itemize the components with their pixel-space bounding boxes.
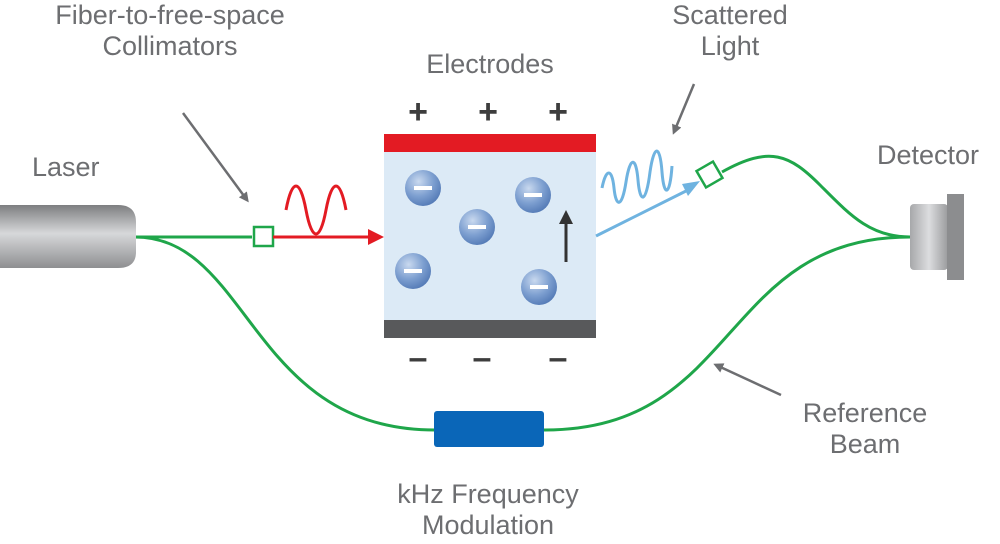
- scattered-arrowhead-icon: [682, 181, 700, 196]
- drift-arrow-icon: [559, 210, 573, 262]
- collimators-label-line1: Fiber-to-free-space: [55, 0, 285, 30]
- scattered-light: [595, 149, 700, 238]
- minus-sign: –: [548, 339, 568, 377]
- output-fiber: [721, 154, 911, 239]
- minus-sign: –: [408, 339, 428, 377]
- collimator-pointer-arrow: [181, 112, 249, 203]
- reference-fiber: [134, 235, 911, 432]
- detector-icon: [910, 194, 964, 280]
- fiber-paths: [134, 154, 911, 432]
- incident-light: [273, 184, 384, 245]
- negative-electrode: [384, 320, 596, 338]
- input-collimator-icon: [252, 225, 275, 248]
- plus-sign: +: [478, 93, 498, 131]
- reference-beam-label: Reference Beam: [780, 398, 950, 460]
- scattered-pointer-arrow: [672, 83, 696, 135]
- incident-arrowhead-icon: [368, 229, 384, 245]
- scattered-light-label-line2: Light: [700, 31, 760, 61]
- collimators-label: Fiber-to-free-space Collimators: [20, 0, 320, 62]
- reference-pointer-arrow: [713, 363, 782, 397]
- output-collimator-icon: [694, 159, 725, 190]
- pointer-arrows: [181, 83, 782, 397]
- electrodes-label: Electrodes: [426, 49, 554, 79]
- reference-beam-label-line2: Beam: [829, 429, 901, 459]
- negative-particle-icon: [405, 170, 441, 206]
- collimators-label-line2: Collimators: [102, 31, 238, 61]
- modulation-label-line2: Modulation: [421, 510, 555, 540]
- minus-sign: –: [472, 339, 492, 377]
- modulation-label: kHz Frequency Modulation: [368, 479, 608, 541]
- frequency-modulator: [434, 411, 544, 447]
- modulation-label-line1: kHz Frequency: [397, 479, 579, 509]
- detector-label: Detector: [877, 140, 980, 170]
- particle-group: [395, 170, 557, 305]
- scattered-light-label: Scattered Light: [650, 0, 810, 62]
- scattered-beam: [595, 188, 689, 238]
- negative-particle-icon: [515, 177, 551, 213]
- plus-sign: +: [548, 93, 568, 131]
- negative-particle-icon: [395, 253, 431, 289]
- negative-particle-icon: [459, 209, 495, 245]
- reference-beam-label-line1: Reference: [802, 398, 928, 428]
- negative-particle-icon: [521, 269, 557, 305]
- plus-sign: +: [408, 93, 428, 131]
- laser-icon: [0, 205, 136, 268]
- scattered-light-label-line1: Scattered: [672, 0, 788, 30]
- laser-label: Laser: [32, 152, 100, 182]
- incident-wave-icon: [284, 184, 348, 236]
- positive-electrode: [384, 134, 596, 152]
- scattered-wave-icon: [600, 149, 674, 204]
